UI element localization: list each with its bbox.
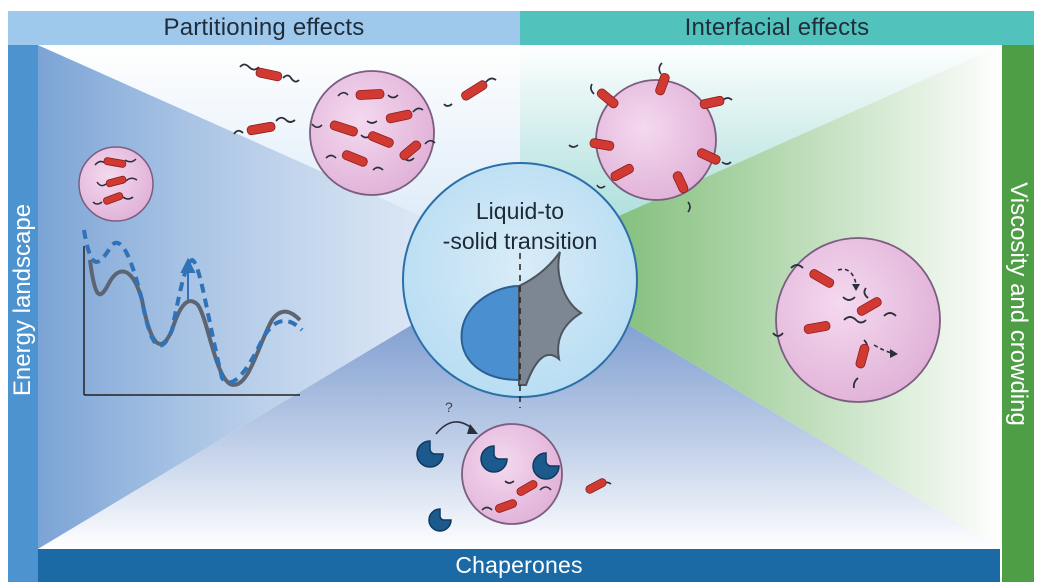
energy-curve-solid: [88, 259, 302, 387]
center-label-line1: Liquid-to: [475, 198, 565, 224]
energy-landscape-label: Energy landscape: [9, 203, 36, 397]
interfacial-proteins: [568, 62, 733, 213]
chaperone-wedge: [38, 260, 1002, 549]
viscosity-proteins: [772, 264, 898, 389]
energy-droplet-proteins-red: [103, 157, 127, 205]
energy-droplet-proteins: [92, 158, 138, 205]
chaperone-icons: [416, 440, 560, 532]
center-label: Liquid-to -solid transition: [429, 196, 611, 256]
partitioning-effects-header: Partitioning effects: [8, 11, 520, 45]
chaperone-arrowhead: [467, 424, 478, 434]
chaperone-proteins: [481, 478, 612, 513]
energy-wedge: [38, 45, 520, 549]
viscosity-crowding-side-band: [1002, 45, 1034, 582]
chaperones-footer: Chaperones: [38, 549, 1000, 582]
energy-curve-dashed: [82, 229, 304, 385]
energy-landscape-side-band: [8, 45, 38, 582]
viscosity-crowding-label: Viscosity and crowding: [1005, 182, 1032, 426]
viscosity-wedge: [520, 45, 1002, 549]
solid-aggregate: [518, 251, 583, 386]
viscosity-droplet: [775, 237, 941, 403]
interfacial-effects-header: Interfacial effects: [520, 11, 1034, 45]
chaperone-question-mark: ?: [445, 399, 453, 415]
energy-shift-arrow: [180, 257, 196, 300]
liquid-droplet: [460, 284, 520, 382]
energy-plot-axes: [83, 246, 300, 396]
center-label-line2: -solid transition: [442, 228, 598, 254]
partitioning-free-proteins: [233, 63, 497, 136]
partitioning-droplet-proteins: [311, 89, 436, 171]
